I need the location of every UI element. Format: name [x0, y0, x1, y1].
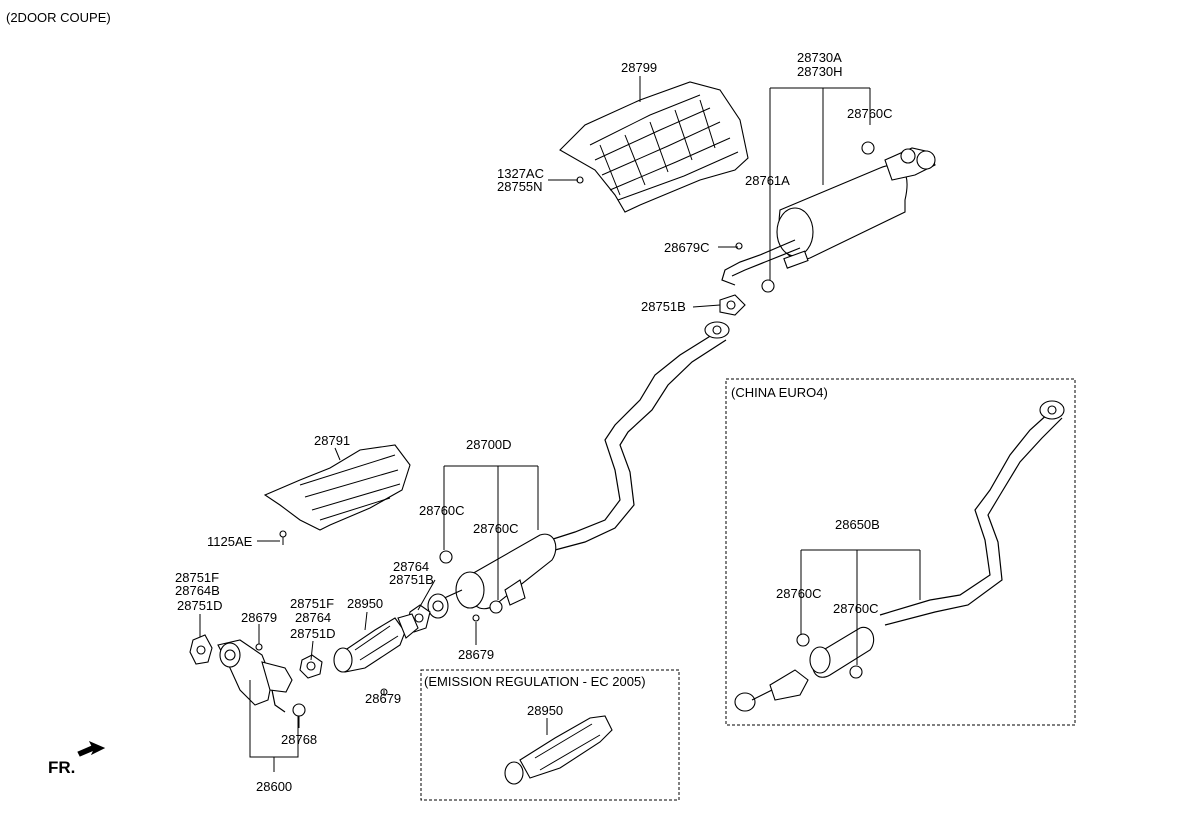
label-28679-mid: 28679 — [458, 647, 494, 662]
gasket-28751d-left[interactable] — [189, 634, 213, 665]
label-28764b-left: 28764B — [175, 583, 220, 598]
label-28679-left: 28679 — [241, 610, 277, 625]
leader-lines — [199, 76, 921, 772]
label-28950-box: 28950 — [527, 703, 563, 718]
label-28761a: 28761A — [745, 173, 790, 188]
nut-28679-mid[interactable] — [472, 614, 480, 622]
label-28751d-left: 28751D — [177, 598, 223, 613]
label-28760c-mid2: 28760C — [473, 521, 519, 536]
arrow-down-left-icon — [77, 741, 106, 757]
rear-muffler[interactable] — [721, 141, 936, 293]
label-28600: 28600 — [256, 779, 292, 794]
label-28730a: 28730A — [797, 50, 842, 65]
label-28755n: 28755N — [497, 179, 543, 194]
front-pipe-assembly[interactable] — [217, 639, 306, 717]
catalytic-converter-center[interactable] — [333, 613, 419, 696]
center-muffler[interactable] — [427, 533, 557, 619]
label-28760c-right1: 28760C — [776, 586, 822, 601]
label-28768: 28768 — [281, 732, 317, 747]
label-28751f-left: 28751F — [175, 570, 219, 585]
label-28751d-center: 28751D — [290, 626, 336, 641]
front-direction-label: FR. — [48, 758, 75, 777]
center-pipe[interactable] — [549, 321, 730, 551]
label-28760c-mid1: 28760C — [419, 503, 465, 518]
label-28799: 28799 — [621, 60, 657, 75]
label-28760c-top: 28760C — [847, 106, 893, 121]
emission-regulation-box — [420, 669, 680, 801]
label-28679-center: 28679 — [365, 691, 401, 706]
label-28950-center: 28950 — [347, 596, 383, 611]
label-1327ac: 1327AC — [497, 166, 544, 181]
label-28751b-top: 28751B — [641, 299, 686, 314]
label-28679c: 28679C — [664, 240, 710, 255]
heat-protector-front[interactable] — [263, 444, 411, 545]
heat-protector-upper[interactable] — [559, 81, 749, 213]
label-28700d: 28700D — [466, 437, 512, 452]
label-28764-center: 28764 — [295, 610, 331, 625]
label-1125ae: 1125AE — [207, 534, 253, 549]
china-box-title: (CHINA EURO4) — [731, 385, 828, 400]
china-euro4-box — [725, 378, 1076, 726]
label-28650b: 28650B — [835, 517, 880, 532]
label-28751b-mid: 28751B — [389, 572, 434, 587]
label-28730h: 28730H — [797, 64, 843, 79]
emission-box-title: (EMISSION REGULATION - EC 2005) — [424, 674, 646, 689]
variant-title: (2DOOR COUPE) — [6, 10, 111, 25]
label-28751f-center: 28751F — [290, 596, 334, 611]
label-28791: 28791 — [314, 433, 350, 448]
gasket-28751b-upper[interactable] — [719, 294, 746, 316]
label-28760c-right2: 28760C — [833, 601, 879, 616]
label-28764-mid: 28764 — [393, 559, 429, 574]
